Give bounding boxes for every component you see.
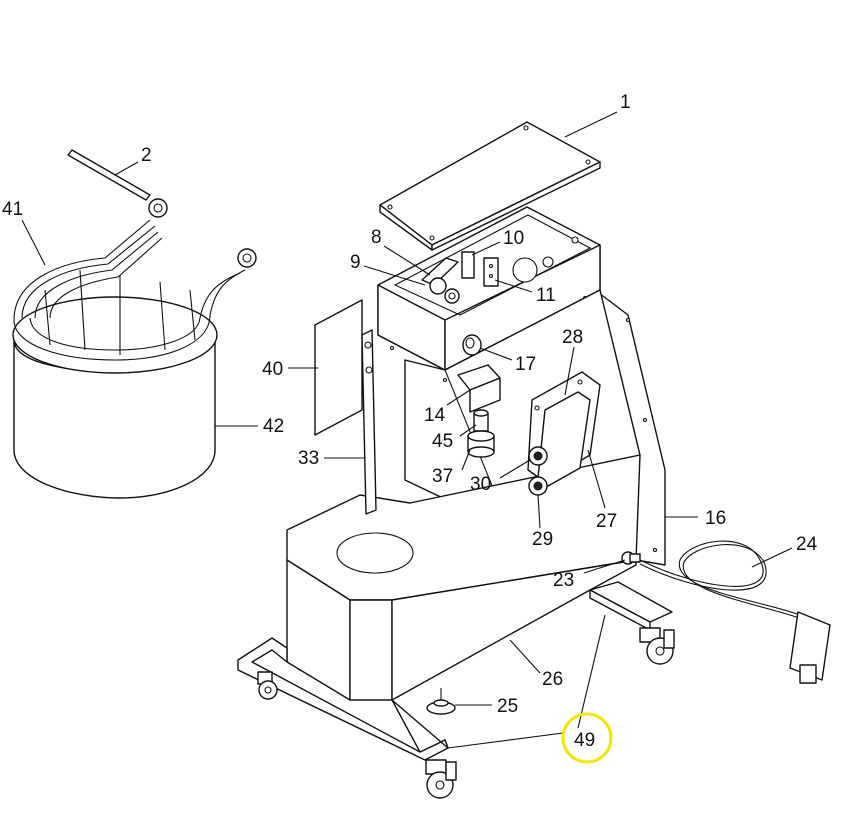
callout-25: 25	[497, 696, 518, 717]
callout-29: 29	[532, 529, 553, 550]
callout-11: 11	[536, 285, 556, 306]
callout-16: 16	[705, 508, 726, 529]
part-adjustable-foot	[426, 688, 456, 715]
part-start-button	[528, 446, 548, 466]
part-castor-front-right	[425, 759, 457, 799]
callout-28: 28	[562, 327, 583, 348]
callout-14: 14	[424, 405, 446, 426]
callout-9: 9	[350, 252, 361, 273]
part-bowl	[12, 296, 218, 499]
part-top-cover-plate	[379, 121, 601, 251]
callout-10: 10	[503, 228, 524, 249]
part-spacer-small	[473, 409, 489, 432]
part-lever-switch	[421, 257, 460, 304]
callout-45: 45	[432, 431, 453, 452]
part-cable-gland	[621, 551, 641, 565]
part-spacer-large	[467, 430, 495, 458]
callout-41: 41	[2, 199, 23, 220]
leader-lines	[21, 111, 793, 749]
callout-8: 8	[371, 227, 382, 248]
callout-30: 30	[470, 474, 491, 495]
part-agitator-shaft	[361, 329, 377, 515]
part-base-cabinet	[286, 454, 641, 701]
part-micro-switch	[461, 251, 499, 287]
part-bowl-guard	[13, 198, 257, 361]
callout-26: 26	[542, 669, 563, 690]
callout-27: 27	[596, 511, 617, 532]
part-castor-front-left	[257, 671, 278, 700]
highlight-ring	[561, 712, 613, 764]
part-knob	[462, 334, 482, 356]
callout-17: 17	[515, 354, 536, 375]
callout-33: 33	[298, 448, 319, 469]
part-castor-rear-right	[639, 627, 675, 665]
callout-40: 40	[262, 359, 283, 380]
part-stop-button	[528, 476, 548, 496]
callout-23: 23	[553, 570, 574, 591]
part-power-cord	[639, 540, 831, 684]
callout-24: 24	[796, 534, 818, 555]
callout-37: 37	[432, 466, 453, 487]
callout-49: 49	[574, 730, 595, 751]
callout-42: 42	[263, 416, 284, 437]
callout-2: 2	[141, 145, 152, 166]
part-pin	[67, 149, 151, 201]
part-bracket	[457, 364, 501, 413]
callout-1: 1	[620, 92, 631, 113]
callout-labels: 1 2 8 9 10 11 14 16 17 23 24 25 26 27 28…	[2, 92, 818, 751]
part-plate	[314, 299, 363, 436]
